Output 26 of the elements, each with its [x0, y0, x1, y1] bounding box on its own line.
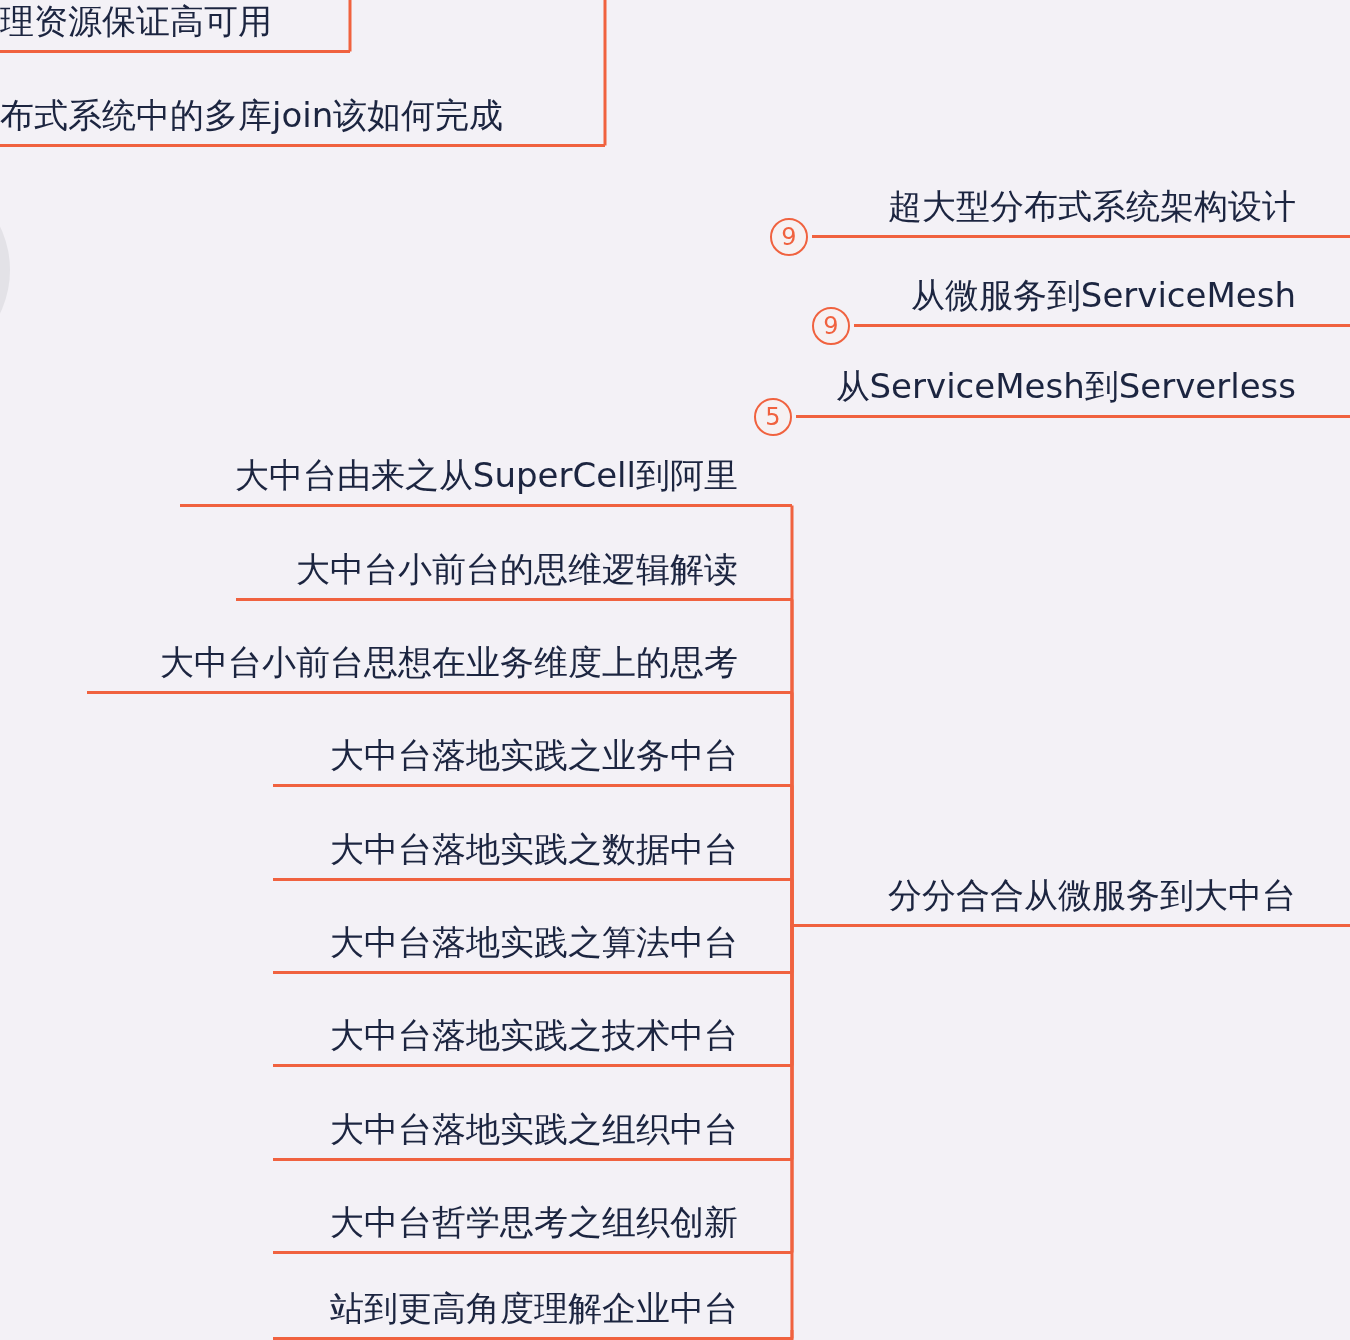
topic-label: 大中台落地实践之数据中台	[330, 829, 738, 870]
topic-label: 大中台小前台思想在业务维度上的思考	[160, 642, 738, 683]
topic-label: 大中台落地实践之算法中台	[330, 922, 738, 963]
collapsed-count-badge: 9	[812, 307, 850, 345]
topic-label: 站到更高角度理解企业中台	[330, 1288, 738, 1329]
topic-label: 大中台落地实践之业务中台	[330, 735, 738, 776]
branch-line	[348, 0, 352, 52]
branch-line	[1300, 415, 1350, 418]
collapsed-count-badge: 5	[754, 398, 792, 436]
collapsed-count-badge: 9	[770, 218, 808, 256]
branch-line	[790, 879, 795, 927]
topic-label: 从ServiceMesh到Serverless	[835, 366, 1296, 407]
topic-label: 布式系统中的多库join该如何完成	[0, 95, 504, 136]
branch-line	[1300, 924, 1350, 927]
branch-line	[1300, 235, 1350, 238]
topic-label: 大中台由来之从SuperCell到阿里	[234, 455, 738, 496]
branch-line	[603, 0, 607, 146]
topic-label: 大中台小前台的思维逻辑解读	[296, 549, 738, 590]
topic-label: 大中台落地实践之技术中台	[330, 1015, 738, 1056]
branch-line	[1300, 324, 1350, 327]
topic-label: 大中台落地实践之组织中台	[330, 1109, 738, 1150]
topic-label: 理资源保证高可用	[0, 1, 272, 42]
topic-label: 大中台哲学思考之组织创新	[330, 1202, 738, 1243]
topic-label: 超大型分布式系统架构设计	[888, 186, 1296, 227]
topic-label: 从微服务到ServiceMesh	[910, 275, 1296, 316]
topic-label: 分分合合从微服务到大中台	[888, 875, 1296, 916]
